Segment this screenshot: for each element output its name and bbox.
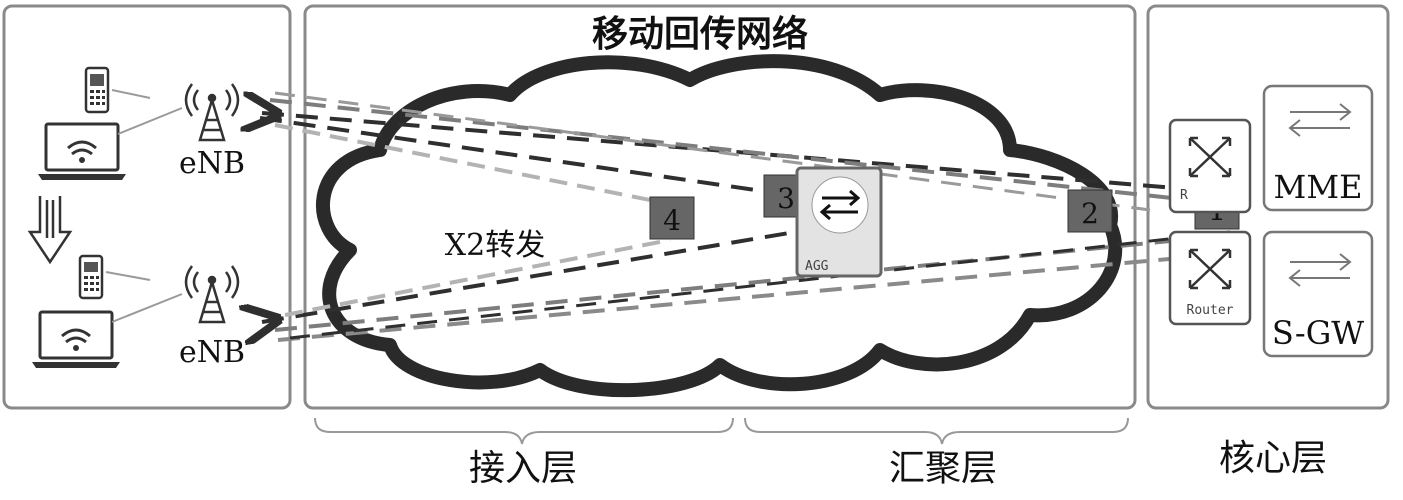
left-panel <box>2 4 292 410</box>
handover-arrow-icon <box>27 196 73 265</box>
diagram-title: 移动回传网络 <box>592 13 808 55</box>
mme-node: MME <box>1262 84 1374 212</box>
path-s1-top-mid <box>269 98 1191 202</box>
path-s1-bottom-mid2 <box>277 256 1181 342</box>
ue-group-top: eNB <box>38 66 245 181</box>
router-bottom-label: Router <box>1187 303 1234 318</box>
antenna-icon-bottom <box>184 265 240 324</box>
mme-label: MME <box>1274 168 1363 206</box>
laptop-wifi-icon-top <box>38 122 126 180</box>
svg-text:2: 2 <box>1081 197 1099 230</box>
cloud-label: X2转发 <box>445 228 545 263</box>
marker-4: 4 <box>649 196 695 240</box>
svg-text:3: 3 <box>777 182 795 215</box>
layer-access-label: 接入层 <box>469 448 577 489</box>
right-panel <box>1146 4 1390 410</box>
ue-group-bottom: eNB <box>32 254 245 370</box>
layer-aggregation-label: 汇聚层 <box>889 448 997 489</box>
laptop-wifi-icon-bottom <box>32 310 120 368</box>
phone-icon-top <box>84 66 110 114</box>
layer-braces <box>314 417 1129 445</box>
mme-exchange-arrows-icon <box>1288 103 1352 137</box>
path-agg-bottom-dark <box>262 230 796 322</box>
path-s1-bottom-mid <box>274 236 1201 332</box>
path-s1-top-light <box>274 91 1151 212</box>
svg-text:4: 4 <box>663 204 681 237</box>
agg-arrows-icon <box>819 189 861 221</box>
agg-label: AGG <box>805 259 829 274</box>
router-cross-arrows-icon-bottom <box>1188 248 1232 290</box>
router-cross-arrows-icon-top <box>1188 136 1232 178</box>
enb-bottom-label: eNB <box>179 335 245 370</box>
brace-aggregation <box>744 417 1129 445</box>
path-s1-top-dark <box>262 113 1201 192</box>
path-agg-top-dark <box>259 116 791 197</box>
radio-link-bottom <box>105 271 183 323</box>
antenna-icon-top <box>184 83 240 142</box>
enb-top-label: eNB <box>179 146 245 181</box>
marker-2: 2 <box>1067 189 1113 233</box>
sgw-node: S-GW <box>1262 230 1374 358</box>
router-top: R <box>1168 118 1252 214</box>
brace-access <box>314 417 734 445</box>
router-bottom: Router <box>1168 230 1252 326</box>
cloud-shape <box>315 54 1123 398</box>
router-top-label: R <box>1180 188 1188 203</box>
layer-core-label: 核心层 <box>1219 438 1327 479</box>
radio-link-top <box>111 89 183 135</box>
agg-device: AGG <box>795 166 883 278</box>
sgw-exchange-arrows-icon <box>1288 253 1352 287</box>
sgw-label: S-GW <box>1272 314 1364 352</box>
path-local-bottom-light <box>284 238 671 317</box>
path-local-top-light <box>274 123 651 202</box>
traffic-paths <box>259 91 1231 342</box>
phone-icon-bottom <box>78 254 104 300</box>
